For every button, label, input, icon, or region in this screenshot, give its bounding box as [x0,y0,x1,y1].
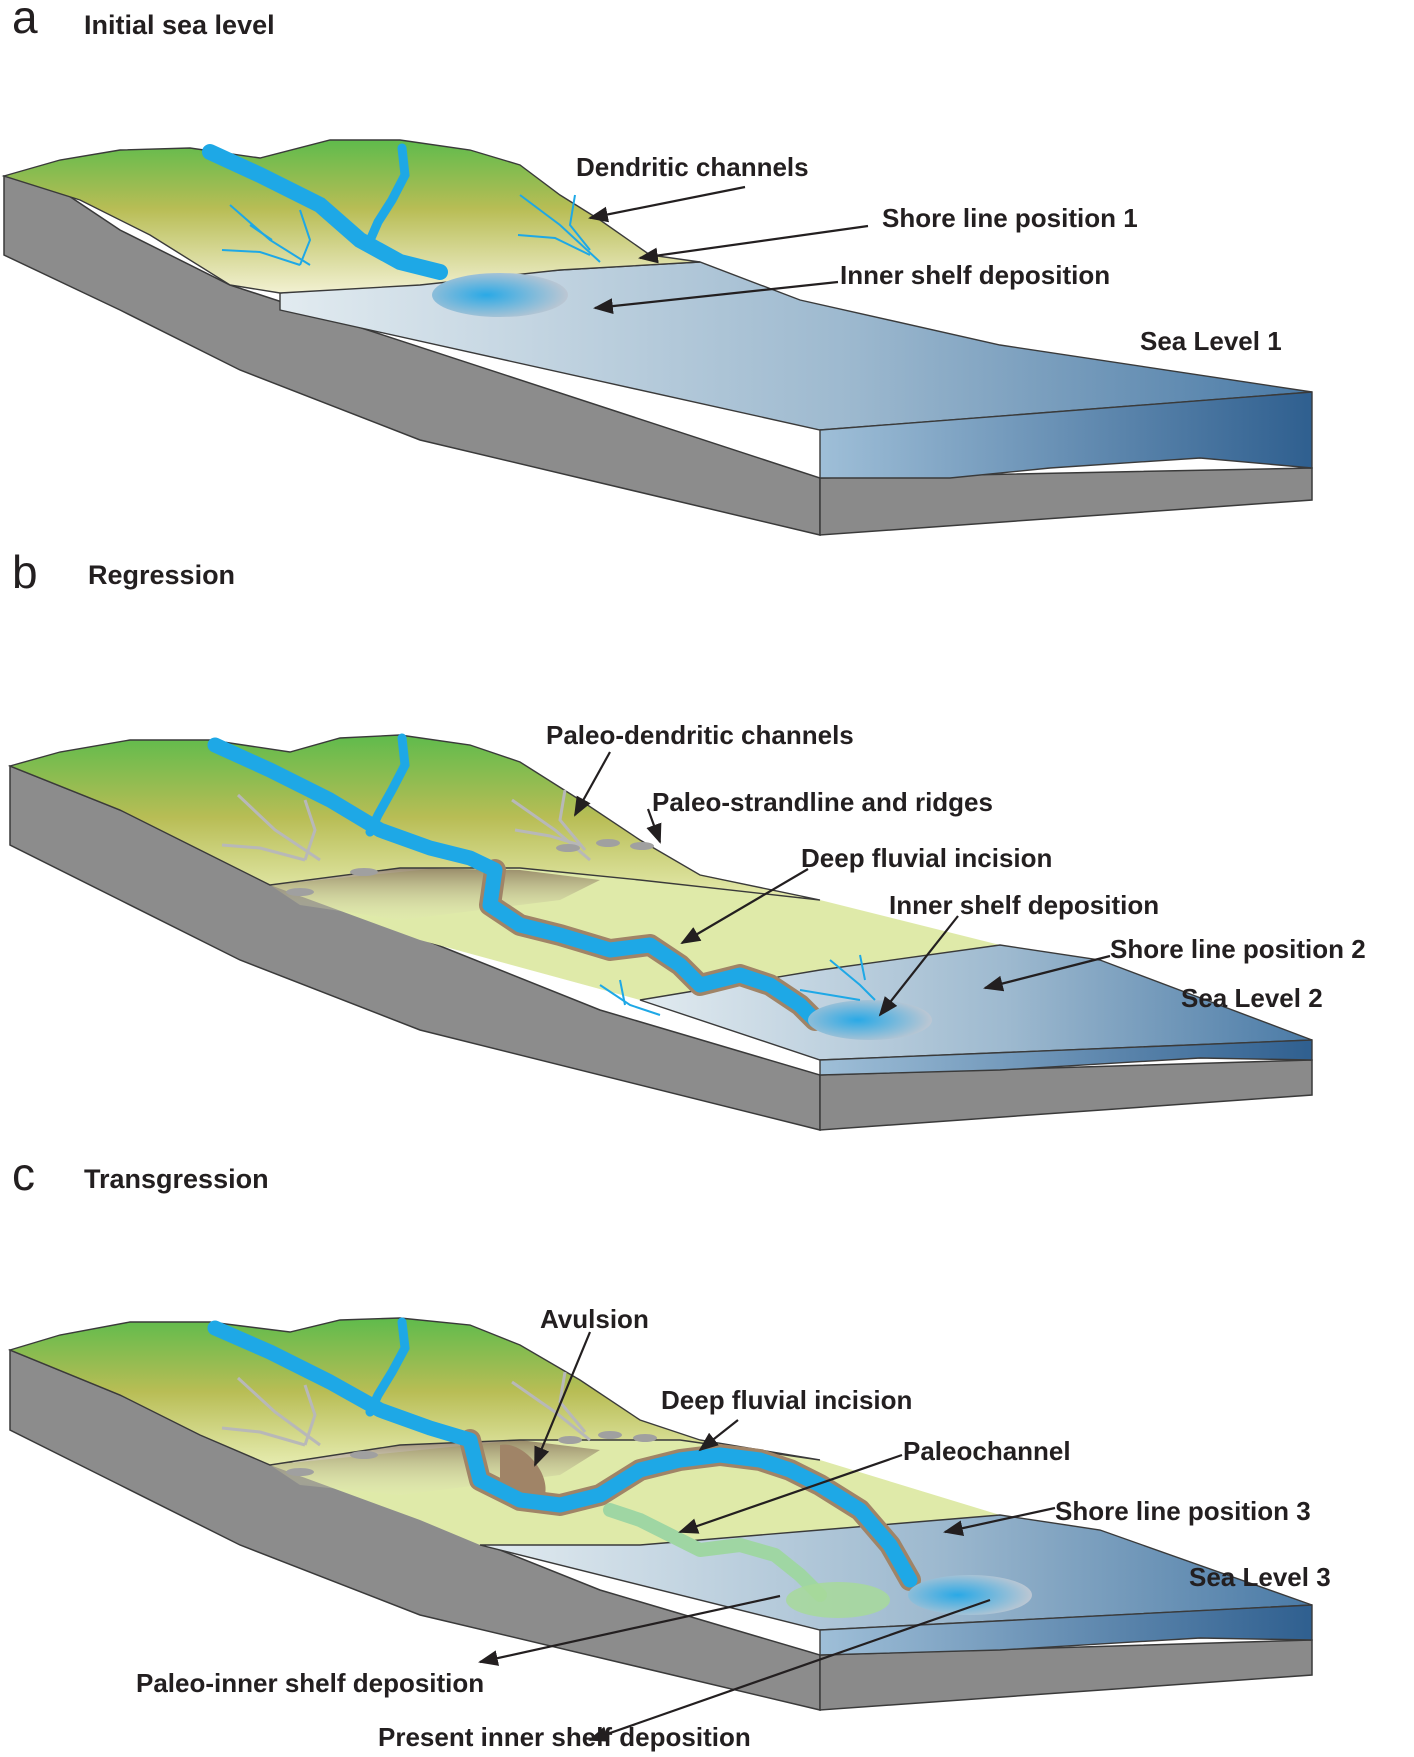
paleo-strandline-ridges [286,839,654,896]
label-shoreline-1: Shore line position 1 [882,203,1138,233]
main-river [202,144,448,280]
arrow-shoreline-1 [638,224,869,264]
rock-front [819,1059,1313,1131]
dendritic-channels-left [221,204,312,266]
arrow-dendritic [588,185,746,223]
arrow-avulsion [533,1331,592,1467]
label-deep-incision-b: Deep fluvial incision [801,843,1052,873]
panel-c-title: Transgression [84,1164,269,1194]
rock-front [819,467,1313,536]
arrow-paleo-inner-shelf [478,1594,781,1666]
arrow-deep-incision-c [698,1419,739,1452]
rock-front [819,1639,1313,1711]
label-paleo-dendritic: Paleo-dendritic channels [546,720,854,750]
arrow-deep-incision-b [680,868,809,945]
label-sea-level-1: Sea Level 1 [1140,326,1282,356]
panel-a-letter: a [12,0,38,43]
tributary-river [365,1317,410,1417]
sea-front [819,1039,1313,1076]
sea-front [819,1604,1313,1656]
label-paleochannel: Paleochannel [903,1436,1071,1466]
label-present-inner-shelf: Present inner shelf deposition [378,1722,751,1752]
paleo-shore-band [270,868,600,920]
arrow-paleochannel [678,1453,903,1534]
label-dendritic-channels: Dendritic channels [576,152,809,182]
arrow-shoreline-3 [943,1506,1056,1536]
label-deep-incision-c: Deep fluvial incision [661,1385,912,1415]
paleo-strandline-ridges [286,1431,657,1476]
inner-shelf-deposit [432,273,568,317]
sea-front [819,391,1313,479]
dendritic-channels-shelf [599,954,876,1016]
panel-c: c Transgression [7,1148,1331,1752]
label-inner-shelf-a: Inner shelf deposition [840,260,1110,290]
panel-a: a Initial sea level Dendr [1,0,1313,536]
paleo-dendritic-left [221,1376,321,1447]
label-shoreline-2: Shore line position 2 [1110,934,1366,964]
arrow-shoreline-2 [983,954,1111,992]
label-avulsion: Avulsion [540,1304,649,1334]
panel-b: b Regression [7,546,1366,1131]
present-inner-shelf-deposit [908,1575,1032,1615]
panel-a-title: Initial sea level [84,10,275,40]
arrow-paleo-strandline [646,808,662,844]
paleochannel [603,1503,827,1602]
panel-c-letter: c [12,1148,35,1200]
tributary-river [365,733,410,837]
tributary-river [363,143,410,250]
inner-shelf-deposit [808,1000,932,1040]
dendritic-channels-right [517,194,601,263]
arrow-present-inner-shelf [588,1598,991,1742]
paleo-inner-shelf-deposit [786,1582,890,1618]
label-sea-level-2: Sea Level 2 [1181,983,1323,1013]
label-paleo-inner-shelf: Paleo-inner shelf deposition [136,1668,484,1698]
land-surface [1,139,701,294]
arrow-paleo-dendritic [574,751,611,817]
label-inner-shelf-b: Inner shelf deposition [889,890,1159,920]
panel-b-title: Regression [88,560,235,590]
arrow-inner-shelf-b [878,915,959,1017]
paleo-dendritic-left [221,793,321,862]
label-sea-level-3: Sea Level 3 [1189,1562,1331,1592]
arrow-inner-shelf-a [593,280,839,314]
panel-b-letter: b [12,546,38,598]
main-river [207,1320,918,1588]
label-paleo-strandline: Paleo-strandline and ridges [652,787,993,817]
label-shoreline-3: Shore line position 3 [1055,1496,1311,1526]
